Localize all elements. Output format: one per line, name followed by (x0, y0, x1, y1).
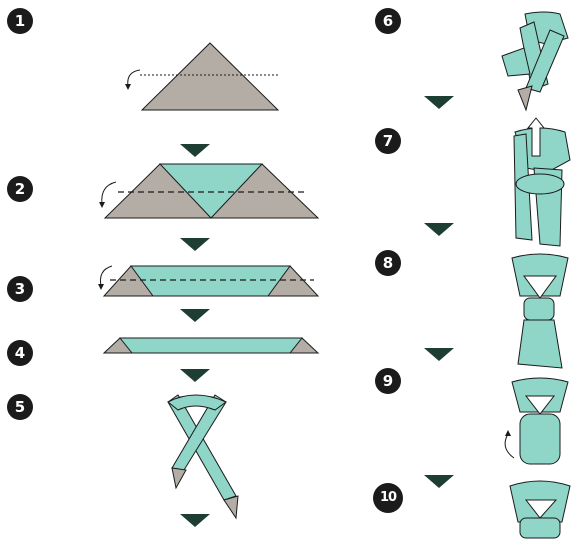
cross-scarf-ends-icon (168, 395, 238, 518)
tighten-knot-icon (512, 254, 568, 368)
pull-through-loop-icon (514, 118, 570, 246)
folded-triangle-icon (125, 43, 278, 110)
long-strip-icon (104, 338, 318, 353)
fold-again-icon (98, 266, 318, 296)
wrap-around-neck-icon (502, 12, 568, 110)
fold-edge-to-center-icon (99, 164, 318, 218)
tuck-ends-up-icon (505, 378, 568, 464)
finished-scarf-icon (510, 481, 570, 538)
